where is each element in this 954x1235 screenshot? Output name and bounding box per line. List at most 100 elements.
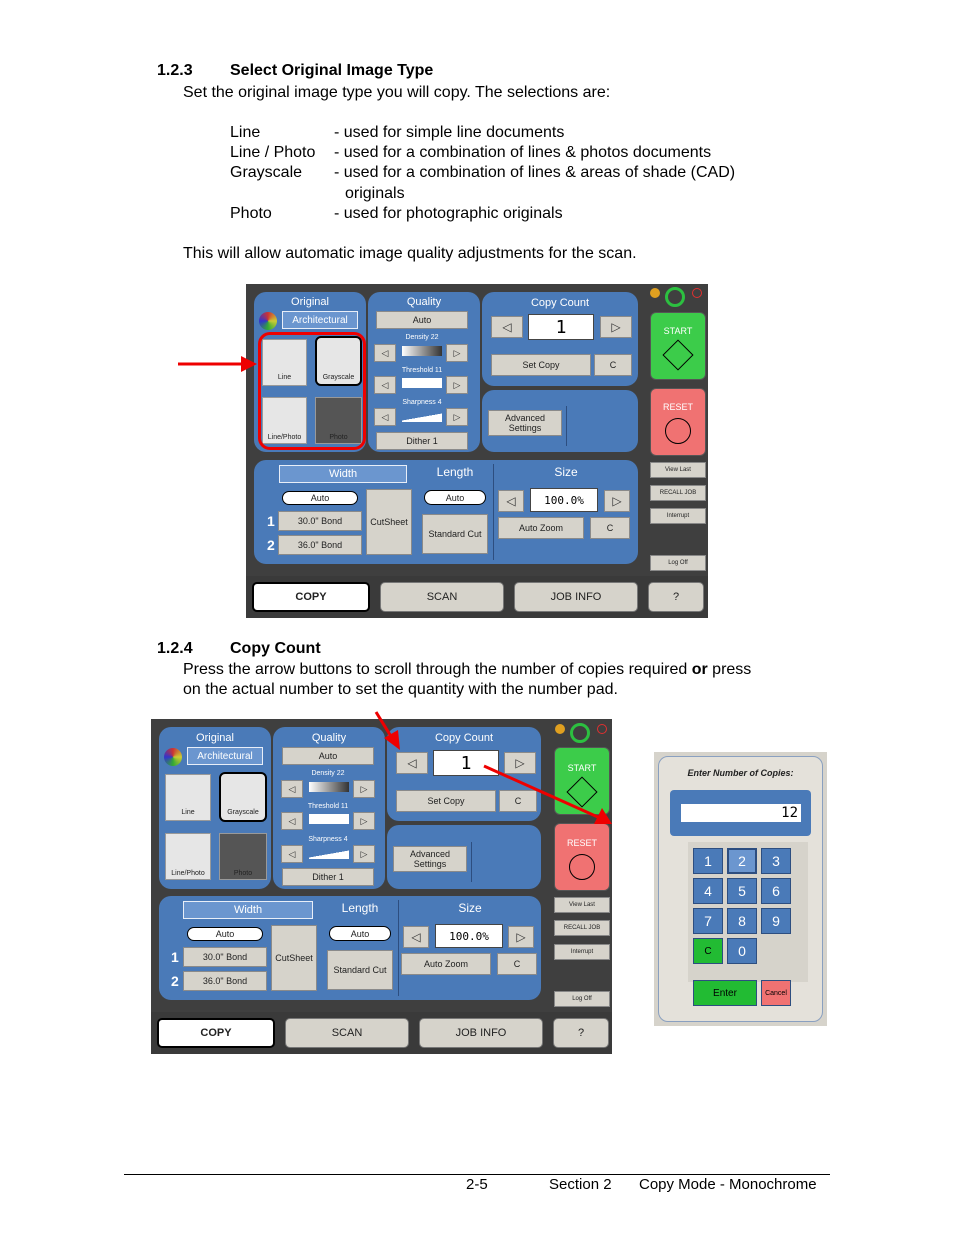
interrupt-button[interactable]: Interrupt <box>554 944 610 960</box>
view-last-button[interactable]: View Last <box>650 462 706 478</box>
size-down-button[interactable]: ◁ <box>498 490 524 512</box>
photo-type-button[interactable] <box>315 397 362 444</box>
size-up-button[interactable]: ▷ <box>604 490 630 512</box>
set-copy-button[interactable]: Set Copy <box>396 790 496 812</box>
sharpness-down-button[interactable]: ◁ <box>374 408 396 426</box>
log-off-button[interactable]: Log Off <box>554 991 610 1007</box>
tab-help[interactable]: ? <box>553 1018 609 1048</box>
length-auto-button[interactable]: Auto <box>424 490 486 505</box>
clear-button[interactable]: C <box>499 790 537 812</box>
view-last-button[interactable]: View Last <box>554 897 610 913</box>
key-0[interactable]: 0 <box>727 938 757 964</box>
quality-auto-button[interactable]: Auto <box>282 747 374 765</box>
cancel-button[interactable]: Cancel <box>761 980 791 1006</box>
length-auto-button[interactable]: Auto <box>329 926 391 941</box>
copy-count-down-button[interactable]: ◁ <box>491 316 523 338</box>
size-clear-button[interactable]: C <box>497 953 537 975</box>
threshold-down-button[interactable]: ◁ <box>281 812 303 830</box>
sharpness-down-button[interactable]: ◁ <box>281 845 303 863</box>
original-mode-button[interactable]: Architectural <box>282 311 358 329</box>
line-type-button[interactable] <box>262 339 307 386</box>
size-clear-button[interactable]: C <box>590 517 630 539</box>
copy-count-field[interactable]: 1 <box>528 314 594 340</box>
roll2-button[interactable]: 36.0" Bond <box>183 971 267 991</box>
key-6[interactable]: 6 <box>761 878 791 904</box>
roll1-button[interactable]: 30.0" Bond <box>183 947 267 967</box>
recall-job-button[interactable]: RECALL JOB <box>650 485 706 501</box>
key-4[interactable]: 4 <box>693 878 723 904</box>
key-2[interactable]: 2 <box>727 848 757 874</box>
reset-circle-icon <box>569 854 595 880</box>
advanced-settings-button[interactable]: Advanced Settings <box>393 846 467 872</box>
tab-scan[interactable]: SCAN <box>380 582 504 612</box>
width-auto-button[interactable]: Auto <box>187 927 263 941</box>
tab-job-info[interactable]: JOB INFO <box>514 582 638 612</box>
tab-copy[interactable]: COPY <box>157 1018 275 1048</box>
tab-help[interactable]: ? <box>648 582 704 612</box>
density-down-button[interactable]: ◁ <box>374 344 396 362</box>
cutsheet-button[interactable]: CutSheet <box>271 925 317 991</box>
threshold-up-button[interactable]: ▷ <box>446 376 468 394</box>
width-title-button[interactable]: Width <box>183 901 313 919</box>
sharpness-slider[interactable] <box>402 412 442 422</box>
threshold-up-button[interactable]: ▷ <box>353 812 375 830</box>
quality-auto-button[interactable]: Auto <box>376 311 468 329</box>
interrupt-button[interactable]: Interrupt <box>650 508 706 524</box>
clear-button[interactable]: C <box>594 354 632 376</box>
roll1-button[interactable]: 30.0" Bond <box>278 511 362 531</box>
line-photo-type-button[interactable] <box>165 833 211 880</box>
width-auto-button[interactable]: Auto <box>282 491 358 505</box>
advanced-settings-button[interactable]: Advanced Settings <box>488 410 562 436</box>
size-field[interactable]: 100.0% <box>530 488 598 512</box>
copy-count-down-button[interactable]: ◁ <box>396 752 428 774</box>
set-copy-button[interactable]: Set Copy <box>491 354 591 376</box>
key-1[interactable]: 1 <box>693 848 723 874</box>
key-8[interactable]: 8 <box>727 908 757 934</box>
sharpness-up-button[interactable]: ▷ <box>446 408 468 426</box>
threshold-slider[interactable] <box>309 814 349 824</box>
threshold-down-button[interactable]: ◁ <box>374 376 396 394</box>
sharpness-slider[interactable] <box>309 849 349 859</box>
key-5[interactable]: 5 <box>727 878 757 904</box>
key-3[interactable]: 3 <box>761 848 791 874</box>
density-slider[interactable] <box>402 346 442 356</box>
dither-button[interactable]: Dither 1 <box>376 432 468 450</box>
start-button[interactable] <box>554 747 610 815</box>
key-7[interactable]: 7 <box>693 908 723 934</box>
grayscale-type-button[interactable] <box>219 772 267 822</box>
tab-copy[interactable]: COPY <box>252 582 370 612</box>
dither-button[interactable]: Dither 1 <box>282 868 374 886</box>
grayscale-type-button[interactable] <box>315 336 362 386</box>
tab-scan[interactable]: SCAN <box>285 1018 409 1048</box>
size-field[interactable]: 100.0% <box>435 924 503 948</box>
standard-cut-button[interactable]: Standard Cut <box>422 514 488 554</box>
density-up-button[interactable]: ▷ <box>353 780 375 798</box>
copy-count-field[interactable]: 1 <box>433 750 499 776</box>
threshold-slider[interactable] <box>402 378 442 388</box>
start-button[interactable] <box>650 312 706 380</box>
log-off-button[interactable]: Log Off <box>650 555 706 571</box>
density-slider[interactable] <box>309 782 349 792</box>
original-mode-button[interactable]: Architectural <box>187 747 263 765</box>
enter-button[interactable]: Enter <box>693 980 757 1006</box>
sharpness-up-button[interactable]: ▷ <box>353 845 375 863</box>
auto-zoom-button[interactable]: Auto Zoom <box>401 953 491 975</box>
recall-job-button[interactable]: RECALL JOB <box>554 920 610 936</box>
line-photo-type-button[interactable] <box>262 397 307 444</box>
density-down-button[interactable]: ◁ <box>281 780 303 798</box>
tab-job-info[interactable]: JOB INFO <box>419 1018 543 1048</box>
line-type-button[interactable] <box>165 774 211 821</box>
auto-zoom-button[interactable]: Auto Zoom <box>498 517 584 539</box>
density-up-button[interactable]: ▷ <box>446 344 468 362</box>
key-clear[interactable]: C <box>693 938 723 964</box>
copy-count-up-button[interactable]: ▷ <box>600 316 632 338</box>
photo-type-button[interactable] <box>219 833 267 880</box>
copy-count-up-button[interactable]: ▷ <box>504 752 536 774</box>
standard-cut-button[interactable]: Standard Cut <box>327 950 393 990</box>
key-9[interactable]: 9 <box>761 908 791 934</box>
size-up-button[interactable]: ▷ <box>508 926 534 948</box>
cutsheet-button[interactable]: CutSheet <box>366 489 412 555</box>
width-title-button[interactable]: Width <box>279 465 407 483</box>
roll2-button[interactable]: 36.0" Bond <box>278 535 362 555</box>
size-down-button[interactable]: ◁ <box>403 926 429 948</box>
